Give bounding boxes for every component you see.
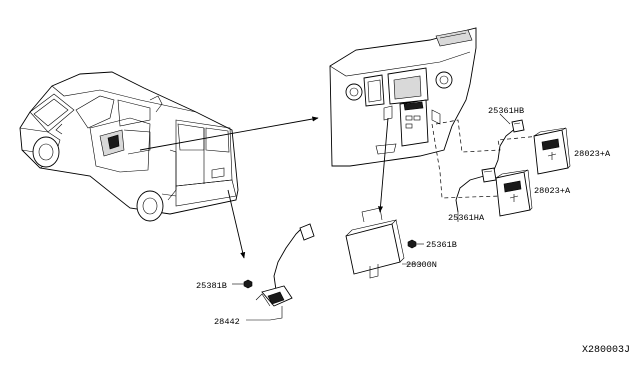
- part-label-28300n: 28300N: [406, 260, 437, 270]
- leader-lower-socket: [431, 123, 501, 199]
- nut-25361b: [407, 239, 424, 249]
- harness-25361ha: [455, 167, 497, 222]
- part-label-28023a-upper: 28023+A: [574, 149, 611, 159]
- console-illustration: [329, 27, 477, 167]
- harness-25361hb: [493, 113, 525, 171]
- diagram-reference-code: X280003J: [582, 345, 630, 356]
- usb-socket-upper: [533, 127, 571, 175]
- leader-upper-socket: [435, 119, 541, 153]
- control-unit-28300n: [345, 207, 422, 279]
- rear-camera-28442: [246, 223, 315, 321]
- arrow-to-console: [139, 116, 319, 151]
- part-label-25361ha: 25361HA: [448, 213, 485, 223]
- part-label-25361hb: 25361HB: [488, 106, 524, 116]
- part-label-28023a-lower: 28023+A: [534, 186, 571, 196]
- arrow-to-camera: [227, 189, 246, 259]
- part-label-25361b: 25361B: [426, 240, 457, 250]
- nut-25381b: [232, 279, 253, 289]
- usb-socket-lower: [495, 169, 533, 217]
- van-illustration: [19, 71, 239, 222]
- arrow-to-control-unit: [377, 117, 389, 213]
- part-label-28442: 28442: [214, 317, 240, 327]
- part-label-25381b: 25381B: [196, 281, 227, 291]
